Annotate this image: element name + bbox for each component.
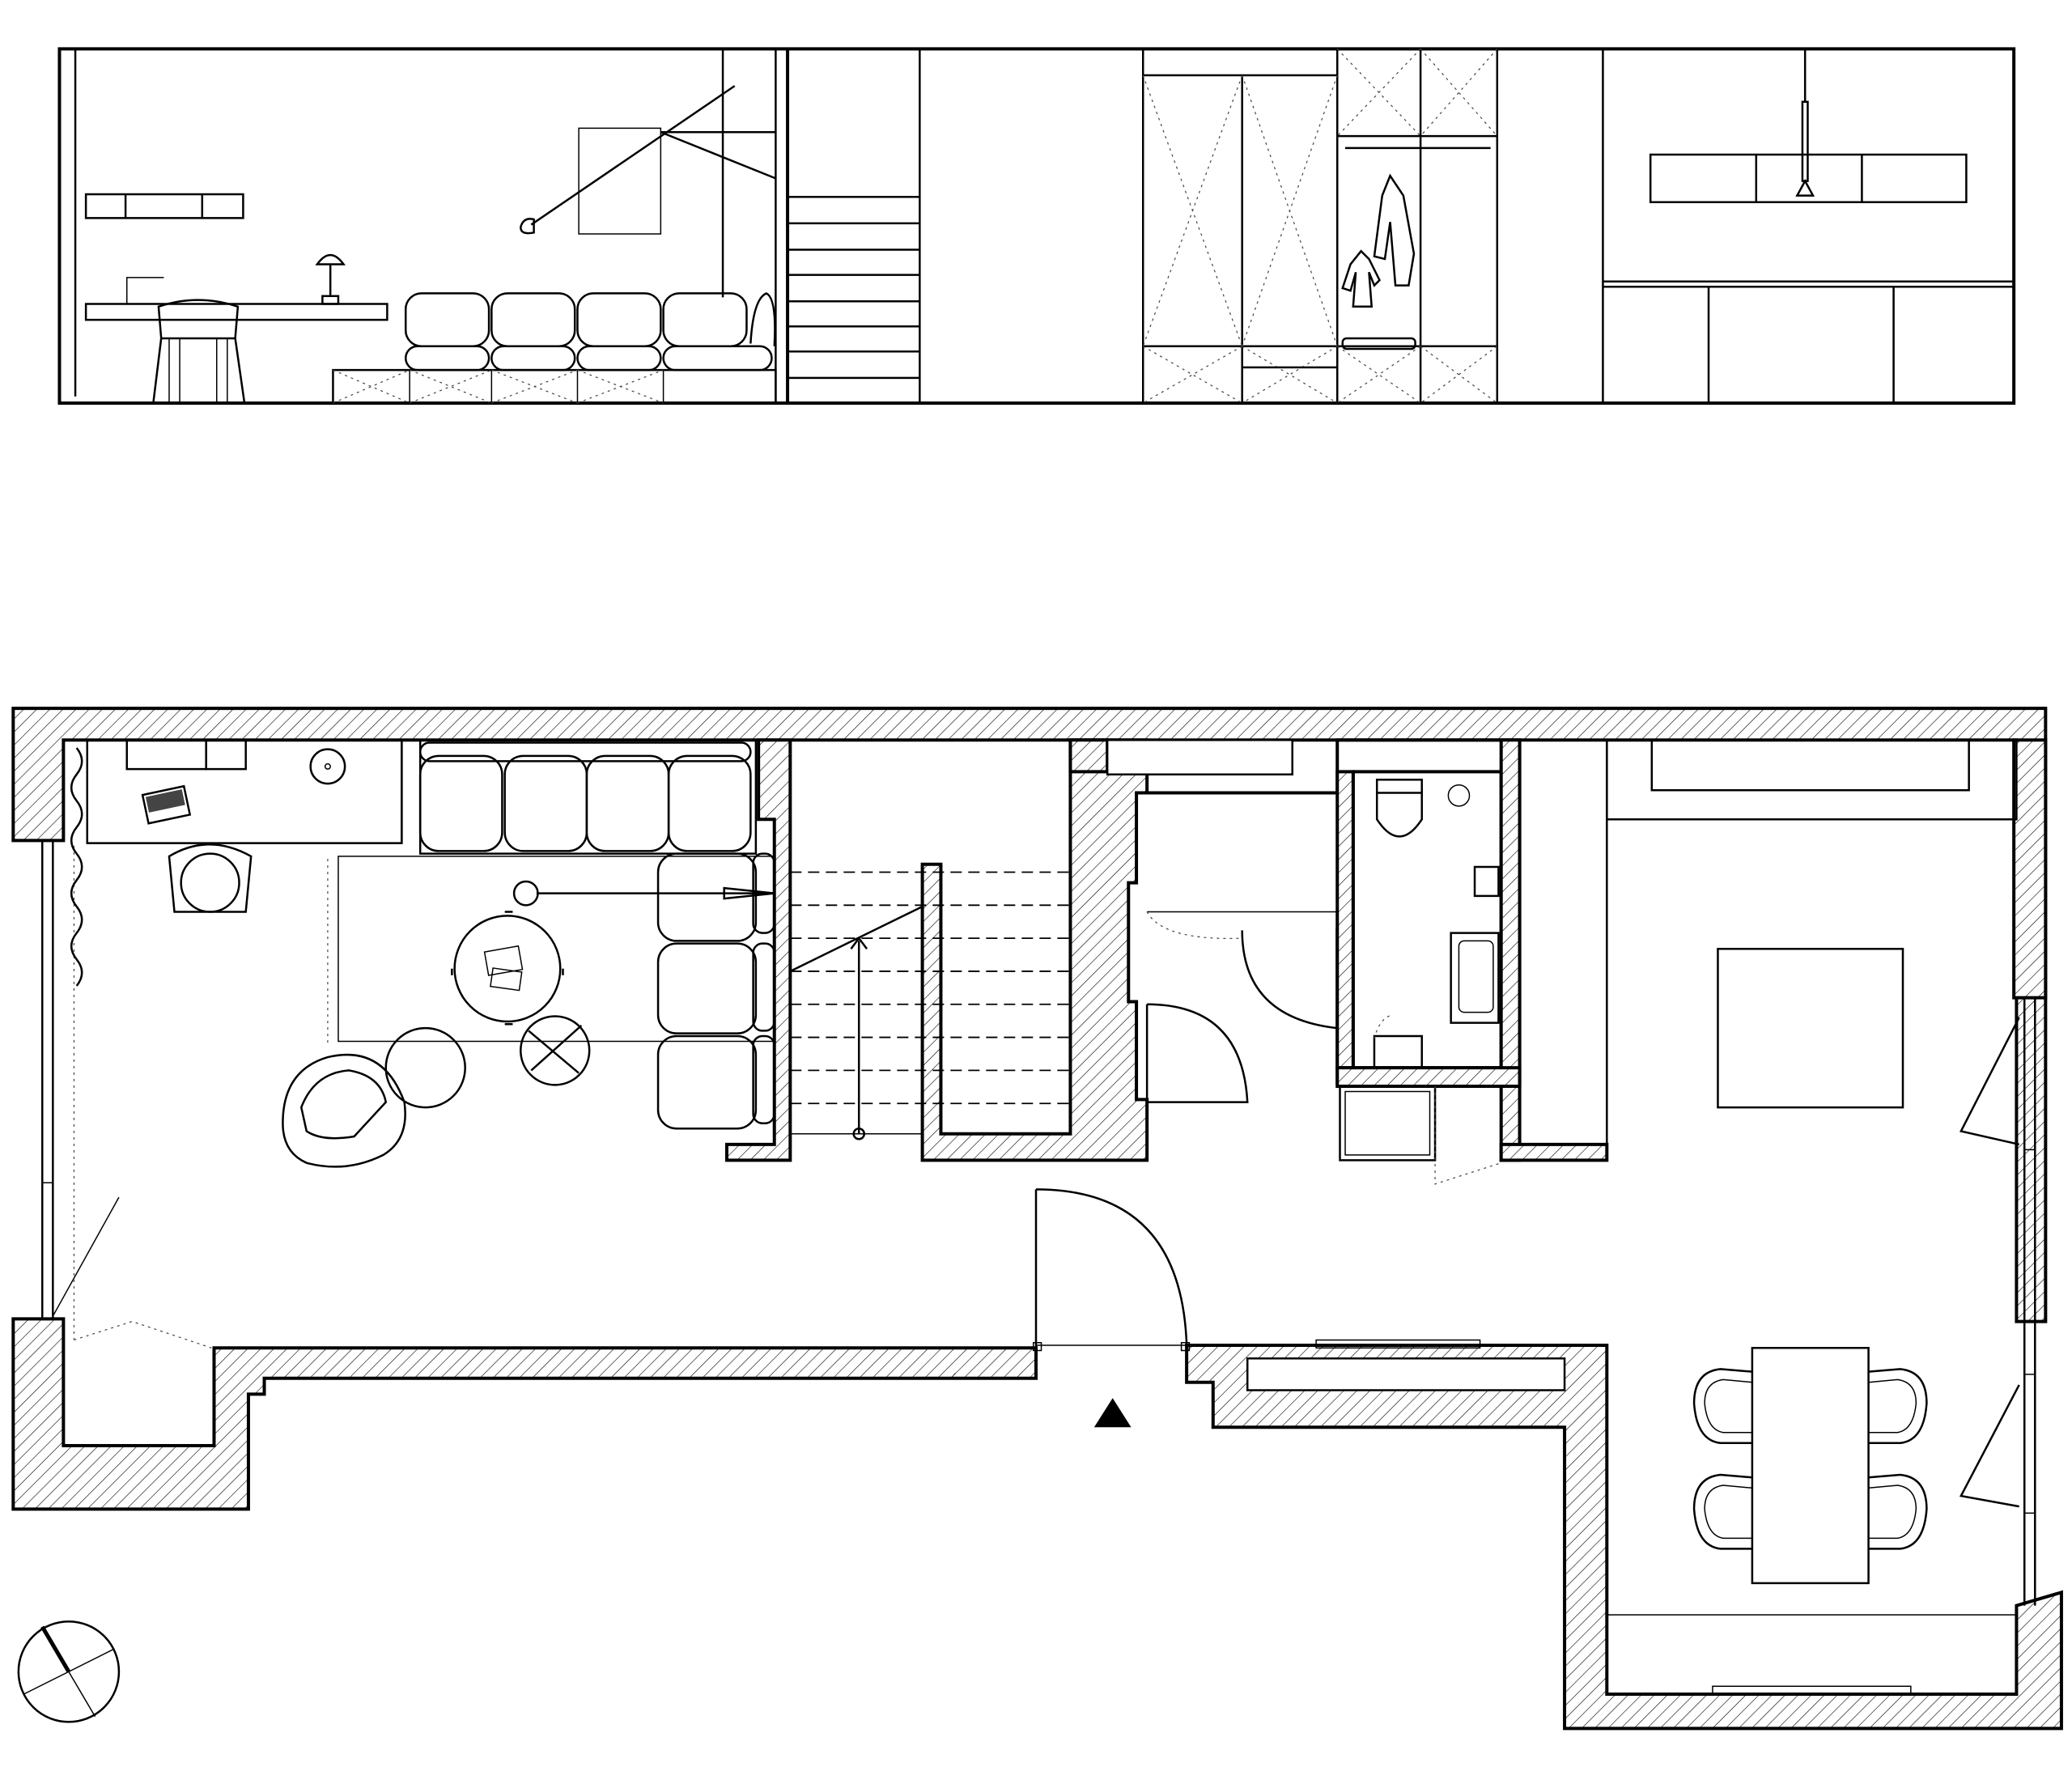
chair-elevation: [153, 300, 244, 403]
window-right: [1961, 998, 2035, 1606]
wardrobe-elevation: [1143, 49, 1337, 403]
floor-lamp-elevation: [520, 86, 775, 234]
wall-shelf: [86, 194, 243, 218]
north-arrow-icon: [19, 1621, 119, 1722]
desk-elevation: [86, 255, 387, 320]
entrance-triangle-icon: [1093, 1398, 1132, 1428]
stairs-plan: [790, 873, 1072, 1140]
desk-chair-plan: [169, 844, 251, 911]
stairs-elevation: [788, 197, 919, 378]
dining-table: [1752, 1348, 1869, 1583]
kitchen-plan: [1520, 740, 2017, 1145]
floor-plan: [13, 708, 2061, 1728]
curtain: [71, 748, 82, 986]
bench-elevation: [333, 370, 775, 403]
side-table: [520, 1016, 589, 1085]
radiator-niche: [1247, 1358, 1565, 1390]
threshold: [1316, 1340, 1480, 1348]
round-stool: [386, 1028, 465, 1107]
interior-walls: [727, 740, 1607, 1160]
lounge-chair: [282, 1055, 405, 1166]
floor-lamp-plan: [514, 881, 775, 905]
elevation-frame: [59, 49, 2014, 403]
laptop: [142, 786, 190, 823]
washer-closet: [1340, 1086, 1501, 1184]
section-elevation: [59, 49, 2014, 403]
entrance-door: [1034, 1189, 1190, 1350]
sofa-plan: [420, 740, 775, 1128]
dining-set: [1694, 1348, 1926, 1583]
shelf-unit: [1107, 740, 1293, 774]
exterior-walls: [13, 708, 2061, 1728]
desk-plan: [87, 740, 402, 843]
kitchen-elevation: [1603, 49, 2014, 403]
wc-room: [1374, 779, 1498, 1068]
coffee-table: [452, 911, 563, 1024]
sofa-elevation: [405, 293, 775, 370]
window-left: [42, 840, 211, 1348]
window-sill: [1713, 1686, 1911, 1694]
door-storage: [1147, 911, 1337, 1104]
kitchen-island: [1717, 949, 1903, 1107]
coat-rack-elevation: [1337, 49, 1497, 403]
